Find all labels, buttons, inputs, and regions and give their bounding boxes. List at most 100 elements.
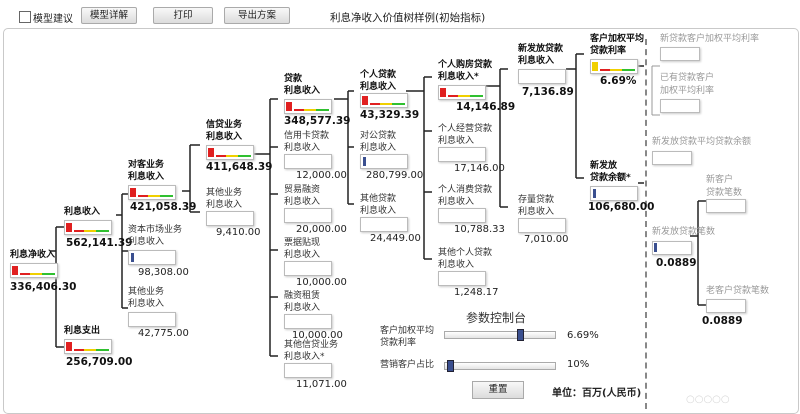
node-value: 10,788.33 xyxy=(454,224,505,235)
node-box[interactable] xyxy=(360,154,408,169)
node-box[interactable] xyxy=(438,271,486,286)
node-box[interactable] xyxy=(128,312,176,327)
node-value: 11,071.00 xyxy=(296,379,347,390)
node-label: 新发放 贷款余额* xyxy=(590,161,631,183)
node-label: 新发放贷款 利息收入 xyxy=(518,44,564,66)
model-detail-button[interactable]: 模型详解 xyxy=(81,7,137,24)
grey-label-avg-balance: 新发放贷款平均贷款余额 xyxy=(652,137,752,147)
node-box[interactable] xyxy=(438,208,486,223)
model-suggest-checkbox[interactable] xyxy=(19,11,31,23)
node-label: 其他个人贷款 利息收入 xyxy=(438,248,493,270)
old-cust-count-value: 0.0889 xyxy=(702,315,743,327)
node-box[interactable] xyxy=(518,69,566,84)
grey-box-old-cust-rate[interactable] xyxy=(660,99,700,113)
node-box[interactable] xyxy=(590,186,638,201)
node-label: 个人贷款 利息收入 xyxy=(360,70,397,92)
node-value: 7,136.89 xyxy=(522,86,574,98)
node-label: 其他业务 利息收入 xyxy=(128,287,165,309)
page-title: 利息净收入价值树样例(初始指标) xyxy=(330,12,486,24)
grey-box-new-cust-rate[interactable] xyxy=(660,47,700,61)
node-label: 其他业务 利息收入 xyxy=(206,188,243,210)
grey-box-old-cust-count[interactable] xyxy=(706,299,746,313)
model-suggest-label: 模型建议 xyxy=(33,14,73,25)
node-box[interactable] xyxy=(284,363,332,378)
node-box[interactable] xyxy=(360,217,408,232)
node-value: 17,146.00 xyxy=(454,163,505,174)
node-label: 其他贷款 利息收入 xyxy=(360,194,397,216)
node-label: 融资租赁 利息收入 xyxy=(284,291,321,313)
grey-box-new-cust-count[interactable] xyxy=(706,199,746,213)
node-value: 256,709.00 xyxy=(66,356,133,368)
node-label: 存量贷款 利息收入 xyxy=(518,195,555,217)
node-label: 贸易融资 利息收入 xyxy=(284,185,321,207)
unit-label: 单位：百万(人民币) xyxy=(552,388,642,399)
node-box[interactable] xyxy=(438,147,486,162)
node-box[interactable] xyxy=(206,145,254,160)
node-label: 信贷业务 利息收入 xyxy=(206,120,243,142)
node-box[interactable] xyxy=(64,220,112,235)
node-box[interactable] xyxy=(10,263,58,278)
node-box[interactable] xyxy=(284,261,332,276)
toolbar: 模型建议 模型详解 打印 导出方案 利息净收入价值树样例(初始指标) xyxy=(0,0,800,26)
node-value: 1,248.17 xyxy=(454,287,499,298)
node-box[interactable] xyxy=(438,85,486,100)
node-box[interactable] xyxy=(590,59,638,74)
export-button[interactable]: 导出方案 xyxy=(224,7,290,24)
param1-value: 6.69% xyxy=(567,330,599,341)
node-box[interactable] xyxy=(64,339,112,354)
new-loan-count-value: 0.0889 xyxy=(656,257,697,269)
control-panel-title: 参数控制台 xyxy=(466,311,527,325)
dashed-divider xyxy=(645,39,647,409)
node-value: 24,449.00 xyxy=(370,233,421,244)
node-label: 个人经营贷款 利息收入 xyxy=(438,124,493,146)
grey-label-old-cust-count: 老客户贷款笔数 xyxy=(706,286,770,296)
node-value: 12,000.00 xyxy=(296,170,347,181)
node-value: 20,000.00 xyxy=(296,224,347,235)
node-value: 280,799.00 xyxy=(366,170,424,181)
watermark: ○○○○○ xyxy=(686,394,730,405)
node-box[interactable] xyxy=(284,99,332,114)
node-box[interactable] xyxy=(284,154,332,169)
grey-box-new-loan-count[interactable] xyxy=(652,241,692,255)
node-value: 43,329.39 xyxy=(360,109,420,121)
node-value: 7,010.00 xyxy=(524,234,569,245)
node-value: 9,410.00 xyxy=(216,227,261,238)
node-box[interactable] xyxy=(128,185,176,200)
node-value: 336,406.30 xyxy=(10,281,77,293)
node-label: 信用卡贷款 利息收入 xyxy=(284,131,330,153)
node-label: 贷款 利息收入 xyxy=(284,74,321,96)
param1-slider-thumb[interactable] xyxy=(517,329,524,341)
node-label: 对公贷款 利息收入 xyxy=(360,131,397,153)
value-tree-panel: 利息净收入 336,406.30 利息收入 562,141.39 利息支出 25… xyxy=(3,28,799,414)
node-box[interactable] xyxy=(360,93,408,108)
param2-label: 营销客户占比 xyxy=(380,360,435,370)
param2-slider[interactable] xyxy=(444,360,556,372)
tree-connectors xyxy=(50,53,706,357)
node-label: 利息支出 xyxy=(64,326,101,336)
grey-label-old-cust-rate: 已有贷款客户 加权平均利率 xyxy=(660,73,715,96)
node-value: 10,000.00 xyxy=(292,330,343,341)
node-box[interactable] xyxy=(206,211,254,226)
param1-label: 客户加权平均 贷款利率 xyxy=(380,326,435,348)
node-label: 客户加权平均 贷款利率 xyxy=(590,34,645,56)
node-label: 利息收入 xyxy=(64,207,101,217)
node-value: 411,648.39 xyxy=(206,161,273,173)
param2-value: 10% xyxy=(567,359,590,370)
node-label: 票据贴现 利息收入 xyxy=(284,238,321,260)
print-button[interactable]: 打印 xyxy=(153,7,213,24)
grey-label-new-cust-count: 新客户 贷款笔数 xyxy=(706,175,743,198)
node-box[interactable] xyxy=(518,218,566,233)
param1-slider[interactable] xyxy=(444,329,556,341)
param2-slider-thumb[interactable] xyxy=(447,360,454,372)
node-label: 对客业务 利息收入 xyxy=(128,160,165,182)
grey-box-avg-balance[interactable] xyxy=(652,151,692,165)
node-value: 14,146.89 xyxy=(456,101,516,113)
node-box[interactable] xyxy=(284,208,332,223)
node-label: 其他信贷业务 利息收入* xyxy=(284,340,339,362)
reset-button[interactable]: 重置 xyxy=(472,381,524,399)
node-value: 42,775.00 xyxy=(138,328,189,339)
grey-label-new-cust-rate: 新贷款客户加权平均利率 xyxy=(660,34,760,44)
node-box[interactable] xyxy=(284,314,332,329)
node-value: 98,308.00 xyxy=(138,267,189,278)
node-box[interactable] xyxy=(128,250,176,265)
